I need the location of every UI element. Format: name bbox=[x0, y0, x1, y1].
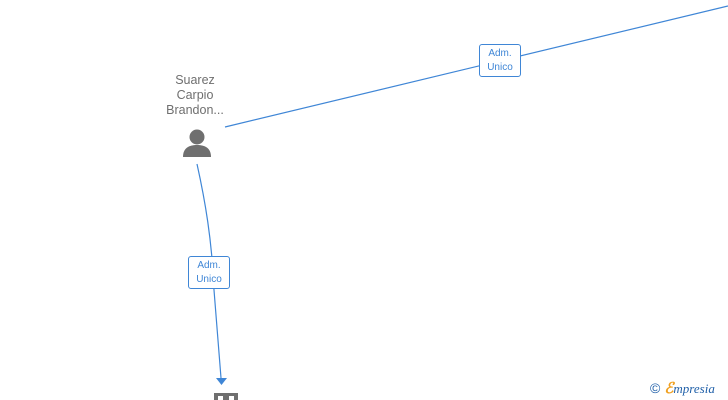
person-name-label[interactable]: Suarez Carpio Brandon... bbox=[150, 73, 240, 118]
edge-label-lower-line-1: Adm. bbox=[197, 260, 221, 271]
brand-initial: ℰ bbox=[664, 381, 674, 397]
edge-label-upper[interactable]: Adm. Unico bbox=[479, 44, 521, 77]
edge-label-lower-line-2: Unico bbox=[196, 274, 222, 285]
edge-label-upper-line-1: Adm. bbox=[488, 48, 512, 59]
building-icon[interactable] bbox=[214, 393, 238, 400]
edge-label-upper-line-2: Unico bbox=[487, 62, 513, 73]
person-icon[interactable] bbox=[183, 129, 211, 158]
edge-label-lower[interactable]: Adm. Unico bbox=[188, 256, 230, 289]
person-name-line-2: Carpio bbox=[176, 88, 214, 102]
brand-name: mpresia bbox=[673, 381, 715, 396]
empresia-watermark: ©ℰmpresia bbox=[650, 379, 715, 399]
person-name-line-1: Suarez bbox=[175, 73, 215, 87]
edge-to-upper-right-company bbox=[224, 5, 728, 128]
copyright-icon: © bbox=[650, 380, 661, 396]
edge-arrowhead bbox=[216, 378, 227, 385]
person-name-line-3: Brandon... bbox=[166, 103, 224, 117]
